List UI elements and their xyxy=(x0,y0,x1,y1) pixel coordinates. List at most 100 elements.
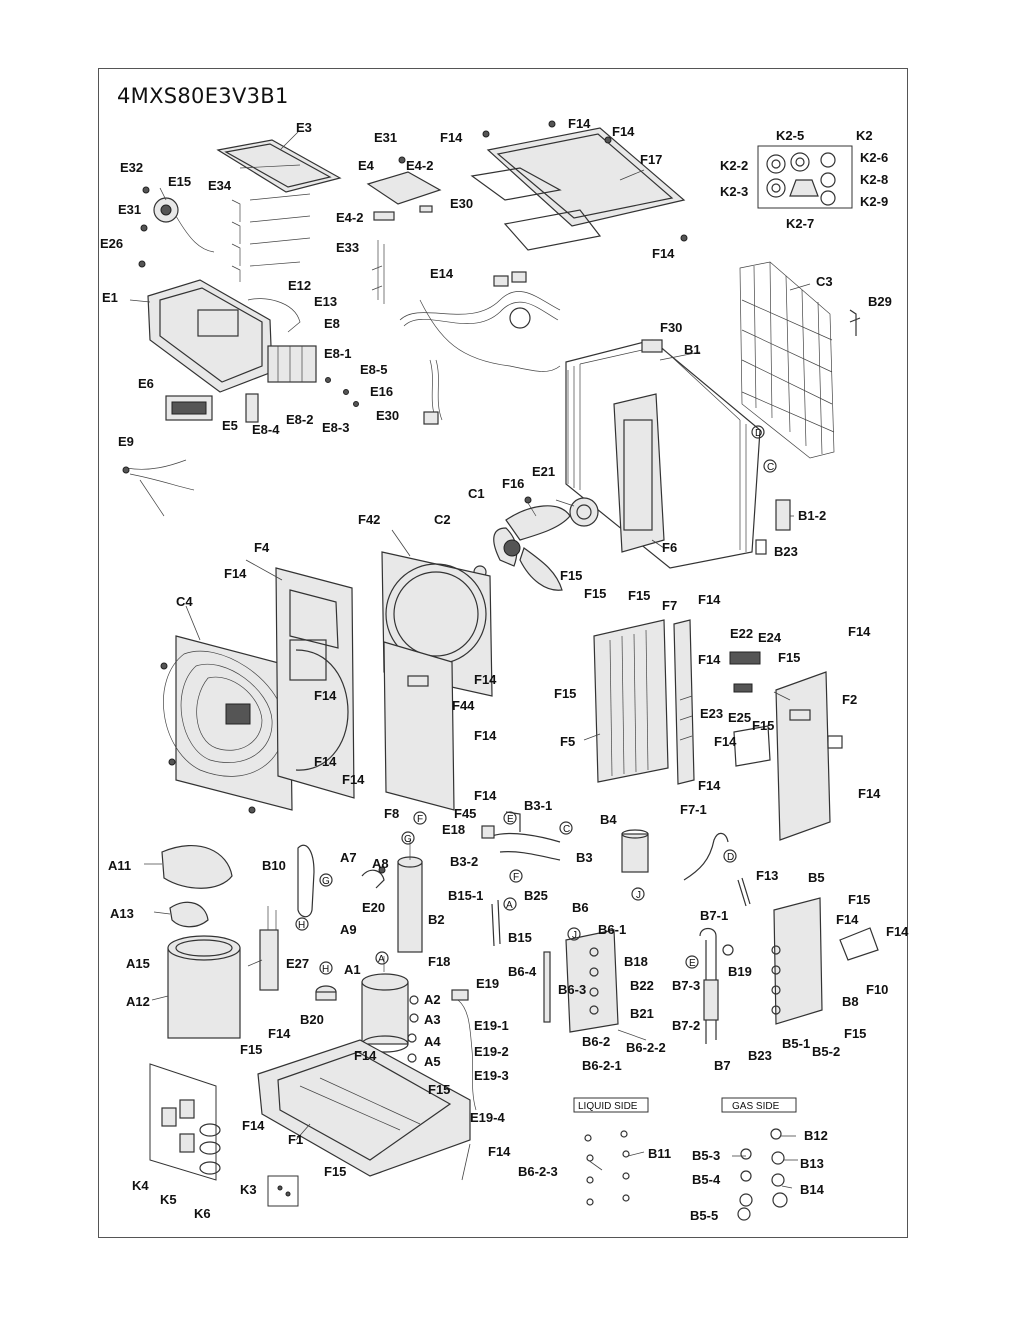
part-label: E8-4 xyxy=(252,422,280,437)
part-label: B23 xyxy=(774,544,798,559)
ref-h: H xyxy=(322,964,329,975)
part-label: F15 xyxy=(428,1082,450,1097)
part-label: B29 xyxy=(868,294,892,309)
part-label: B8 xyxy=(842,994,859,1009)
part-label: K2-7 xyxy=(786,216,814,231)
bracket-e5 xyxy=(245,393,259,423)
wire-harness-e14 xyxy=(399,271,561,425)
piping-b3 xyxy=(481,811,561,861)
part-label: F14 xyxy=(612,124,635,139)
part-label: A2 xyxy=(424,992,441,1007)
part-label: B18 xyxy=(624,954,648,969)
part-label: E8-2 xyxy=(286,412,313,427)
part-label: E13 xyxy=(314,294,337,309)
part-label: A4 xyxy=(424,1034,441,1049)
part-label: F18 xyxy=(428,954,450,969)
part-label: B6-2 xyxy=(582,1034,610,1049)
ref-e: E xyxy=(507,814,514,825)
part-label: A13 xyxy=(110,906,134,921)
part-label: B23 xyxy=(748,1048,772,1063)
part-label: F14 xyxy=(354,1048,377,1063)
part-label: B12 xyxy=(804,1128,828,1143)
part-label: E16 xyxy=(370,384,393,399)
front-grille-c4 xyxy=(160,635,293,814)
part-label: A15 xyxy=(126,956,150,971)
part-label: E23 xyxy=(700,706,723,721)
part-label: E25 xyxy=(728,710,751,725)
ref-a: A xyxy=(378,954,385,965)
part-label: E20 xyxy=(362,900,385,915)
part-label: B11 xyxy=(648,1146,671,1161)
front-panel-f4 xyxy=(275,567,355,799)
top-panel-f17 xyxy=(470,120,688,251)
ref-c: C xyxy=(767,462,774,473)
compressor-a1 xyxy=(361,956,409,1053)
part-label: F14 xyxy=(314,754,337,769)
part-label: B5-2 xyxy=(812,1044,840,1059)
part-label: F14 xyxy=(474,728,497,743)
part-label: F6 xyxy=(662,540,677,555)
terminal-board-e22 xyxy=(729,651,761,693)
pipe-c-d xyxy=(683,832,729,881)
part-label: F15 xyxy=(324,1164,346,1179)
part-label: F15 xyxy=(778,650,800,665)
part-label: E5 xyxy=(222,418,238,433)
gas-side-label: GAS SIDE xyxy=(732,1101,780,1112)
sensor-f13 xyxy=(737,877,751,907)
part-label: B3-2 xyxy=(450,854,478,869)
propeller-fan-c1 xyxy=(493,505,571,591)
part-label: F14 xyxy=(652,246,675,261)
bottom-frame-f1 xyxy=(257,1039,471,1177)
part-label: E14 xyxy=(430,266,454,281)
manifold-b8 xyxy=(771,897,879,1025)
part-label: F14 xyxy=(474,788,497,803)
part-label: A5 xyxy=(424,1054,441,1069)
model-title: 4MXS80E3V3B1 xyxy=(117,84,289,108)
part-label: E19-3 xyxy=(474,1068,509,1083)
module-e6 xyxy=(165,395,213,421)
diagram-frame xyxy=(98,68,908,1238)
ref-d: D xyxy=(755,428,762,439)
ref-c: C xyxy=(563,824,570,835)
part-label: F16 xyxy=(502,476,524,491)
part-label: F42 xyxy=(358,512,380,527)
part-label: F10 xyxy=(866,982,888,997)
part-label: F5 xyxy=(560,734,575,749)
piping-b7 xyxy=(699,927,734,1044)
sensor-b1-2 xyxy=(755,499,791,555)
part-label: B14 xyxy=(800,1182,825,1197)
part-label: E19-4 xyxy=(470,1110,505,1125)
part-label: B22 xyxy=(630,978,654,993)
accessory-bag-k3 xyxy=(267,1175,299,1207)
part-label: F14 xyxy=(242,1118,265,1133)
part-label: F45 xyxy=(454,806,476,821)
part-label: B10 xyxy=(262,858,286,873)
part-label: B6-2-3 xyxy=(518,1164,558,1179)
ref-f: F xyxy=(513,872,519,883)
part-label: K3 xyxy=(240,1182,257,1197)
filter-b4 xyxy=(621,829,649,873)
side-plate-f8 xyxy=(383,641,455,811)
part-label: C4 xyxy=(176,594,193,609)
part-label: K2-2 xyxy=(720,158,748,173)
part-label: F44 xyxy=(452,698,475,713)
control-box-cover-e3 xyxy=(216,139,342,193)
part-label: E19-2 xyxy=(474,1044,509,1059)
liquid-side-valves xyxy=(573,1097,649,1206)
ref-f: F xyxy=(417,814,423,825)
part-label: F15 xyxy=(240,1042,262,1057)
part-label: E24 xyxy=(758,630,782,645)
accumulator-b2 xyxy=(397,840,423,953)
ref-j: J xyxy=(636,890,641,901)
part-label: F14 xyxy=(314,688,337,703)
part-label: B6-2-2 xyxy=(626,1040,666,1055)
part-label: K2-9 xyxy=(860,194,888,209)
part-label: A1 xyxy=(344,962,361,977)
part-label: F14 xyxy=(848,624,871,639)
part-label: F15 xyxy=(752,718,774,733)
part-label: A12 xyxy=(126,994,150,1009)
part-label: F15 xyxy=(844,1026,866,1041)
part-label: K2 xyxy=(856,128,873,143)
part-label: E31 xyxy=(374,130,397,145)
part-label: E6 xyxy=(138,376,154,391)
